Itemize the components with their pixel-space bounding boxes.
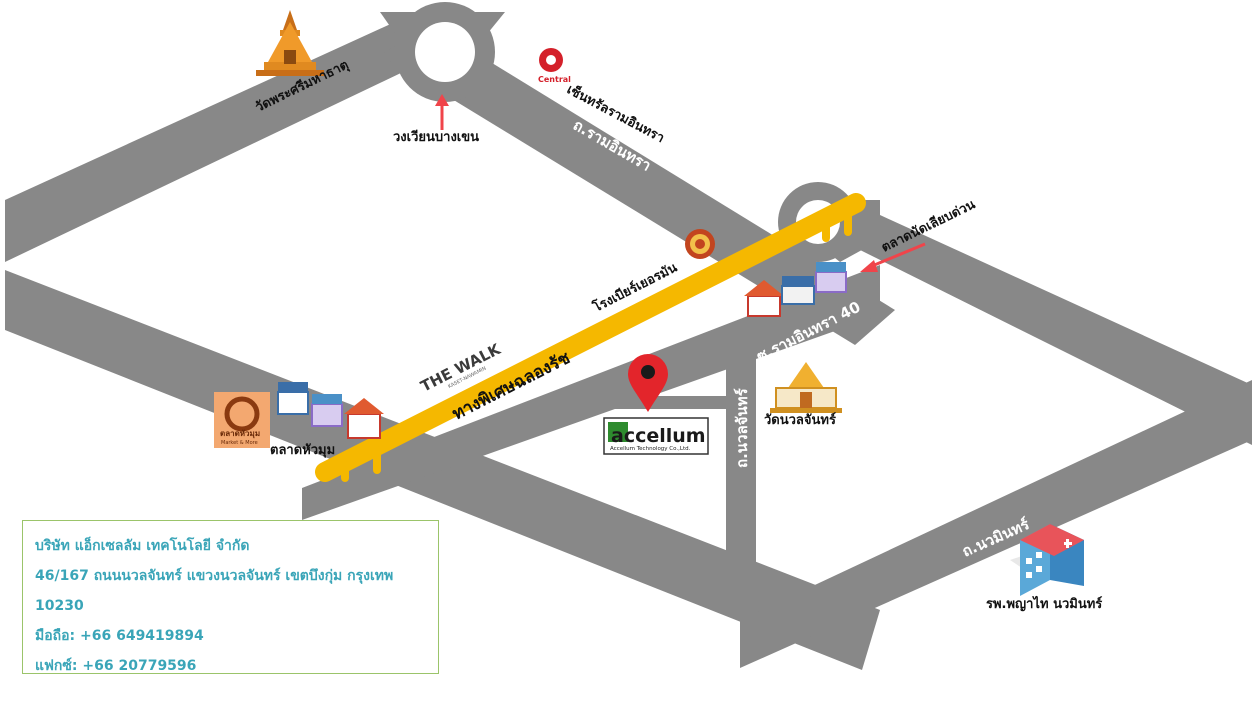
label-hua-mum: ตลาดหัวมุม xyxy=(270,443,335,458)
road-ramintra-east xyxy=(840,215,1252,445)
arrow-market xyxy=(860,242,926,272)
company-info-box: บริษัท แอ็กเซลลัม เทคโนโลยี จำกัด 46/167… xyxy=(22,520,439,674)
central-logo-icon: Central xyxy=(538,48,571,84)
label-nawalchan: ถ.นวลจันทร์ xyxy=(733,387,751,468)
label-circle: วงเวียนบางเขน xyxy=(393,129,479,145)
road-pradit xyxy=(302,265,880,520)
company-address-line-1: 46/167 ถนนนวลจันทร์ แขวงนวลจันทร์ เขตบึง… xyxy=(35,568,394,584)
arrow-circle xyxy=(435,94,449,130)
svg-text:Market & More: Market & More xyxy=(221,440,258,446)
company-address-line-2: 10230 xyxy=(35,598,84,614)
circle-inner xyxy=(415,22,475,82)
hua-mum-logo-icon: ตลาดหัวมุม Market & More xyxy=(214,392,270,448)
road-nawamin xyxy=(740,380,1252,668)
svg-text:Central: Central xyxy=(538,75,571,84)
market-stalls-left-icon xyxy=(277,382,384,439)
road-soi xyxy=(600,396,750,409)
expressway xyxy=(315,193,866,482)
label-hospital: รพ.พญาไท นวมินทร์ xyxy=(986,595,1102,612)
beer-garden-logo-icon xyxy=(685,229,715,259)
road-network xyxy=(5,2,1252,670)
company-mobile: มือถือ: +66 649419894 xyxy=(35,628,204,644)
svg-text:ตลาดหัวมุม: ตลาดหัวมุม xyxy=(220,429,260,439)
pagoda-icon xyxy=(256,10,324,76)
accellum-logo: accellum Accellum Technology Co.,Ltd. xyxy=(603,417,709,455)
road-ramintra xyxy=(380,25,895,345)
location-pin-icon xyxy=(628,354,668,412)
market-stalls-icon xyxy=(744,262,847,317)
hospital-icon xyxy=(1010,524,1084,596)
svg-text:accellum: accellum xyxy=(611,425,706,447)
road-nawalchan xyxy=(726,340,756,580)
road-phahonyothin xyxy=(5,6,470,262)
company-name: บริษัท แอ็กเซลลัม เทคโนโลยี จำกัด xyxy=(35,538,250,554)
company-fax: แฟกซ์: +66 20779596 xyxy=(35,658,197,674)
label-wat-nawal: วัดนวลจันทร์ xyxy=(764,412,836,428)
temple-icon xyxy=(770,362,842,413)
svg-text:Accellum Technology Co.,Ltd.: Accellum Technology Co.,Ltd. xyxy=(610,446,691,452)
